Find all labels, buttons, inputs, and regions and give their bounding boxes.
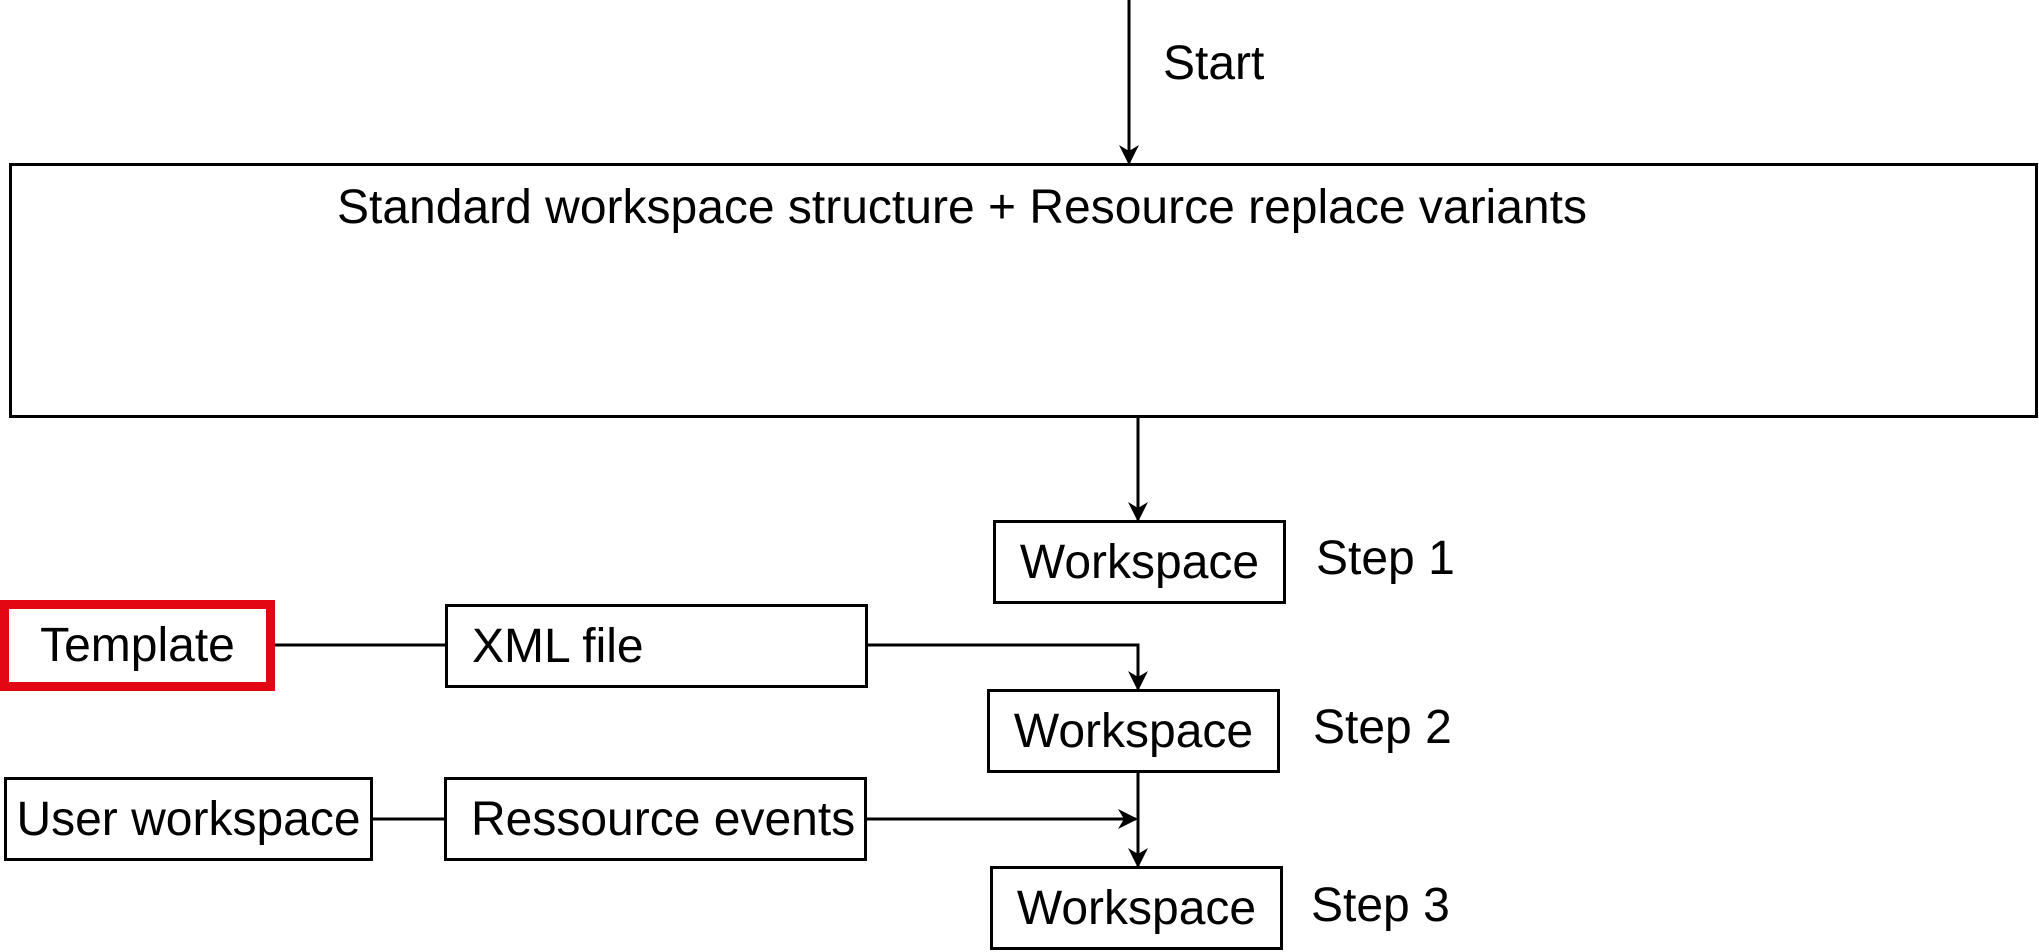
template-label: Template (40, 619, 235, 672)
resource-events-label: Ressource events (471, 792, 856, 846)
resource-events-box: Ressource events (444, 777, 867, 861)
user-workspace-box: User workspace (4, 777, 373, 861)
workspace-label-1: Workspace (1019, 535, 1260, 589)
workspace-box-step-1: Workspace (993, 520, 1286, 604)
step-3-label: Step 3 (1311, 879, 1450, 932)
workspace-label-3: Workspace (1016, 881, 1257, 935)
workspace-box-step-2: Workspace (987, 689, 1280, 773)
workspace-label-2: Workspace (1013, 704, 1254, 758)
user-workspace-label: User workspace (16, 792, 361, 846)
xml-file-label: XML file (472, 619, 644, 673)
main-structure-box: Standard workspace structure + Resource … (9, 163, 2038, 418)
arrow-xml-to-workspace-2 (867, 643, 1148, 691)
xml-file-box: XML file (445, 604, 868, 688)
workspace-box-step-3: Workspace (990, 866, 1283, 950)
start-label: Start (1163, 37, 1265, 90)
template-box: Template (0, 600, 275, 691)
main-structure-label: Standard workspace structure + Resource … (337, 181, 1587, 234)
step-2-label: Step 2 (1313, 701, 1452, 754)
step-1-label: Step 1 (1316, 532, 1455, 585)
